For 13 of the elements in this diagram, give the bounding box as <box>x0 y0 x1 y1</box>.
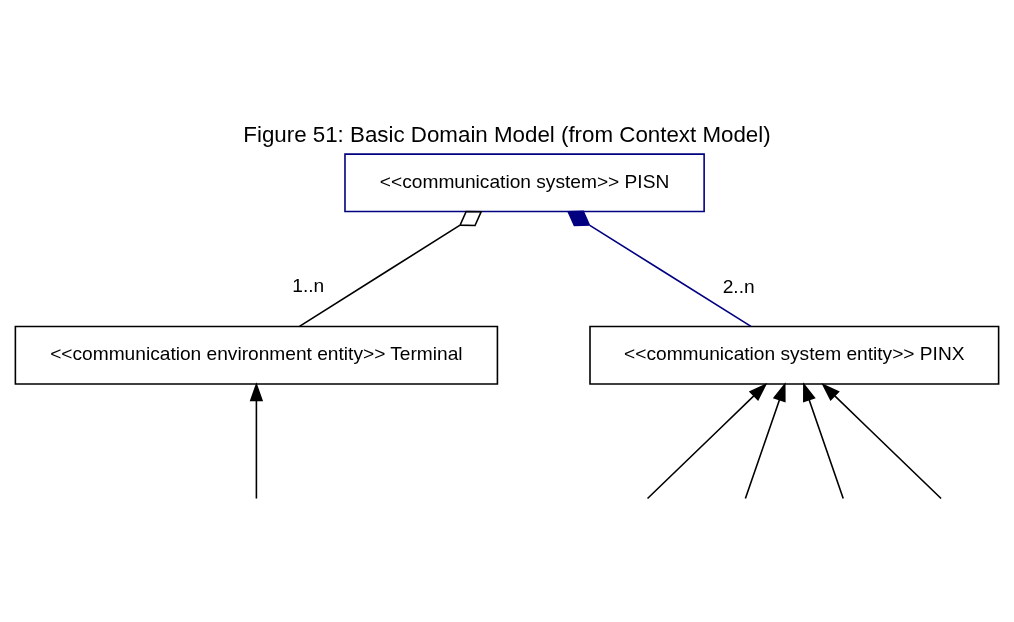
node-box: <<communication system>> PISN <box>344 153 705 213</box>
arrow <box>646 382 768 500</box>
arrow <box>803 382 845 500</box>
connector <box>298 210 483 328</box>
edge-label: 1..n <box>292 275 325 297</box>
node-box: <<communication environment entity>> Terminal <box>14 325 499 385</box>
connector <box>567 210 752 328</box>
arrow <box>744 382 786 500</box>
caption: Figure 51: Basic Domain Model (from Context Model) <box>243 121 771 147</box>
arrow <box>821 382 942 500</box>
node-box: <<communication system entity>> PINX <box>589 325 1000 385</box>
arrow <box>249 382 264 500</box>
edge-label: 2..n <box>722 276 755 298</box>
